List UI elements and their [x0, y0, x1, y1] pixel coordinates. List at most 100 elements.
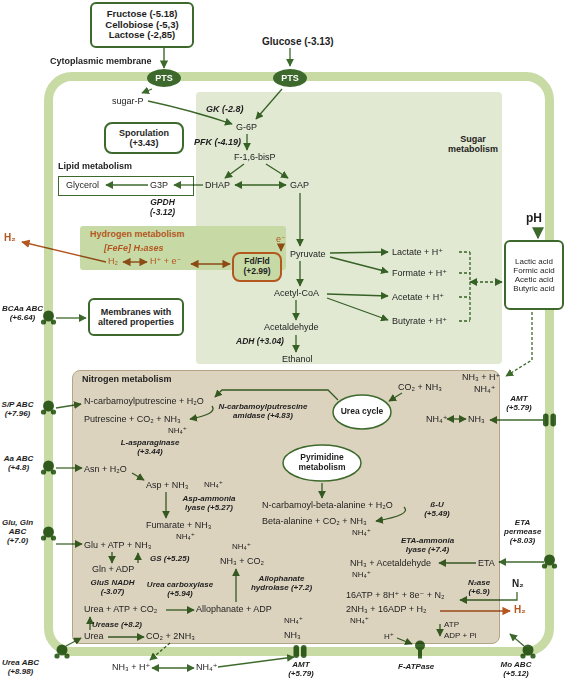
- node-text: Pyrimidine metabolism: [290, 453, 354, 473]
- enzyme-label: Aa ABC (+4.8): [3, 454, 34, 472]
- node-text: Sugar metabolism: [444, 134, 502, 155]
- pts-transporter: PTS: [272, 68, 308, 88]
- reaction-arrow: [56, 317, 86, 318]
- enzyme-label: ETA-ammonia lyase (+7.4): [400, 536, 455, 554]
- enzyme-label: GluS NADH (-3.07): [90, 578, 135, 596]
- reaction-arrow: [510, 634, 524, 646]
- text-group: Urea cycle: [332, 407, 392, 417]
- enzyme-label: Allophanate hydrolase (+7.2): [250, 574, 313, 592]
- text-group: PTS: [272, 73, 308, 83]
- node-text: Formic acid: [508, 266, 560, 275]
- enzyme-label: N-carbamoylputrescine amidase (+4.83): [218, 402, 308, 420]
- node-text: Cellobiose (-5,3): [95, 20, 189, 31]
- metabolite-label: Ethanol: [282, 354, 313, 364]
- enzyme-label: S/P ABC (+7.96): [1, 400, 34, 418]
- text-group: Pyrimidine metabolism: [282, 453, 362, 473]
- node-text: Hydrogen metabolism: [90, 229, 270, 239]
- node-text: Fd/Fld (+2.99): [237, 257, 277, 277]
- metabolite-label: NH₄⁺: [352, 528, 371, 537]
- metabolite-label: GAP: [290, 180, 309, 190]
- transport-arrow: [163, 48, 164, 68]
- metabolite-label: Glucose (-3.13): [262, 36, 334, 48]
- metabolite-label: NH₄⁺: [284, 616, 303, 625]
- metabolite-label: N-carbamoylputrescine + H₂O: [84, 396, 204, 406]
- metabolite-label: Pyruvate: [290, 249, 326, 259]
- node-text: PTS: [275, 73, 305, 83]
- enzyme-label: GS (+5.25): [150, 554, 189, 563]
- node-text: Acetic acid: [508, 275, 560, 284]
- metabolite-label: sugar-P: [112, 96, 144, 106]
- enzyme-label: BCAa ABC (+6.64): [1, 304, 44, 322]
- metabolite-label: ADP + Pi: [444, 631, 477, 640]
- metabolite-label: Lactate + H⁺: [392, 247, 443, 257]
- metabolite-label: NH₃ + H⁺: [112, 662, 150, 672]
- ellipse-shape: [273, 69, 307, 87]
- metabolite-label: Urea + ATP + CO₂: [84, 604, 157, 614]
- ellipse-shape: [147, 69, 181, 87]
- metabolite-label: Asp + NH₃: [146, 480, 188, 490]
- metabolite-label: Fumarate + NH₃: [146, 520, 211, 530]
- metabolite-label: Gln + ADP: [92, 564, 134, 574]
- metabolite-label: pH: [526, 212, 542, 226]
- metabolite-label: NH₃: [468, 414, 485, 424]
- process-box: Sporulation (+3.43): [104, 122, 184, 154]
- metabolite-label: ATP: [444, 620, 459, 629]
- text-group: Sporulation (+3.43): [106, 128, 182, 149]
- pathway-ellipse: Urea cycle: [332, 394, 392, 430]
- metabolite-label: NH₄⁺: [474, 384, 495, 394]
- metabolite-label: N₂: [512, 578, 524, 590]
- text-group: Fd/Fld (+2.99): [234, 257, 280, 277]
- metabolite-label: NH₄⁺: [232, 542, 251, 551]
- metabolite-label: G3P: [150, 180, 168, 190]
- metabolite-label: NH₄⁺: [350, 616, 369, 625]
- metabolite-label: Butyrate + H⁺: [392, 316, 447, 326]
- metabolite-label: NH₄⁺: [168, 426, 187, 435]
- node-text: Lactic acid: [508, 257, 560, 266]
- metabolite-label: H⁺: [384, 632, 394, 641]
- node-text: Fructose (-5.18): [95, 9, 189, 20]
- metabolite-label: ETA: [478, 558, 495, 568]
- metabolite-label: Acetaldehyde: [264, 322, 319, 332]
- symbol-part: [22, 48, 544, 668]
- metabolite-label: e⁻: [276, 234, 286, 244]
- metabolite-label: H₂: [514, 604, 526, 616]
- metabolite-label: Allophanate + ADP: [196, 604, 272, 614]
- metabolite-label: NH₄⁺: [352, 570, 371, 579]
- metabolite-label: Formate + H⁺: [392, 268, 447, 278]
- enzyme-label: ß-U (+5.49): [424, 500, 450, 518]
- reaction-arrow: [289, 48, 290, 66]
- enzyme-label: Urea ABC (+8.98): [1, 658, 40, 676]
- metabolite-label: 16ATP + 8H⁺ + 8e⁻ + N₂: [346, 590, 444, 600]
- ellipse-shape: [283, 445, 361, 481]
- metabolite-label: G-6P: [236, 122, 257, 132]
- process-box: Membranes with altered properties: [88, 298, 184, 336]
- text-group: Lipid metabolism: [58, 161, 178, 171]
- text-group: Nitrogen metabolism: [82, 374, 232, 384]
- text-group: Cytoplasmic membrane: [50, 56, 210, 66]
- enzyme-label: GPDH (-3.12): [150, 198, 175, 218]
- metabolite-label: Asn + H₂O: [84, 464, 127, 474]
- reaction-arrow: [537, 228, 539, 238]
- text-group: PTS: [146, 73, 182, 83]
- enzyme-label: GK (-2.8): [206, 104, 244, 114]
- enzyme-label: ETA permease (+8.03): [504, 518, 541, 546]
- acid-box: Lactic acidFormic acidAcetic acidButyric…: [504, 240, 564, 310]
- enzyme-label: Glu, Gln ABC (+7.0): [1, 518, 34, 546]
- metabolite-label: NH₃: [284, 630, 301, 640]
- node-text: PTS: [149, 73, 179, 83]
- metabolite-label: NH₄⁺: [426, 414, 447, 424]
- text-group: Lactic acidFormic acidAcetic acidButyric…: [506, 257, 562, 294]
- metabolite-label: H₂: [108, 256, 118, 266]
- metabolite-label: Putrescine + CO₂ + NH₃: [84, 414, 181, 424]
- metabolite-label: Acetyl-CoA: [274, 288, 319, 298]
- enzyme-label: ADH (+3.04): [236, 337, 284, 347]
- metabolite-label: NH₄⁺: [176, 532, 195, 541]
- node-text: Membranes with altered properties: [93, 307, 179, 328]
- metabolite-label: 2NH₃ + 16ADP + H₂: [346, 604, 427, 614]
- enzyme-label: F-ATPase: [398, 662, 434, 671]
- enzyme-label: AMT (+5.79): [288, 660, 314, 678]
- enzyme-label: [FeFe] H₂ases: [104, 243, 163, 253]
- metabolite-label: N-carbamoyl-beta-alanine + H₂O: [262, 500, 393, 510]
- text-group: Membranes with altered properties: [90, 307, 182, 328]
